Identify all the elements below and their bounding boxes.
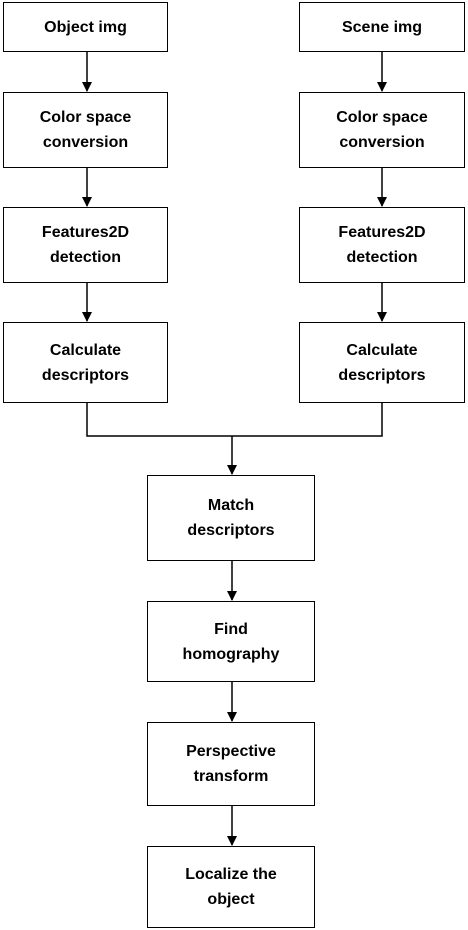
localize-object-box: Localize the object [147,846,315,928]
calculate-descriptors-right-box: Calculate descriptors [299,322,465,403]
match-descriptors-box: Match descriptors [147,475,315,561]
object-img-box: Object img [3,2,168,52]
color-space-conversion-right-box: Color space conversion [299,92,465,168]
features2d-detection-right-box: Features2D detection [299,207,465,283]
color-space-conversion-left-box: Color space conversion [3,92,168,168]
calculate-descriptors-left-box: Calculate descriptors [3,322,168,403]
perspective-transform-box: Perspective transform [147,722,315,806]
find-homography-box: Find homography [147,601,315,682]
merge-connector [86,403,383,437]
scene-img-box: Scene img [299,2,465,52]
features2d-detection-left-box: Features2D detection [3,207,168,283]
